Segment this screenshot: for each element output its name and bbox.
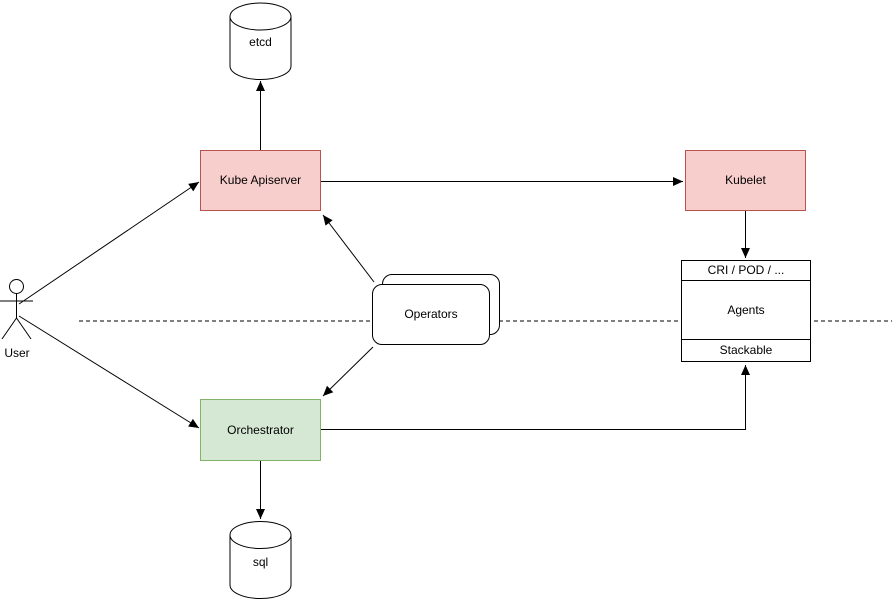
node-orchestrator[interactable]: Orchestrator [200,399,321,461]
user-label: User [4,346,30,360]
node-orchestrator-label: Orchestrator [227,422,294,437]
edge-orchestrator-to-stackable [321,365,750,430]
sql-label: sql [252,555,269,569]
edge-user-to-orchestrator [18,315,200,429]
node-kube-apiserver[interactable]: Kube Apiserver [200,150,321,211]
etcd-cylinder[interactable] [229,2,292,80]
node-agents-stack[interactable]: CRI / POD / ... Agents Stackable [681,260,811,362]
agents-stack-body: Agents [727,302,765,317]
agents-stack-header: CRI / POD / ... [682,261,810,281]
node-kube-apiserver-label: Kube Apiserver [219,173,302,188]
agents-stack-footer: Stackable [682,339,810,361]
edge-operators-to-orchestrator [322,346,374,397]
node-kubelet[interactable]: Kubelet [685,150,806,211]
node-operators[interactable]: Operators [372,284,490,345]
sql-cylinder[interactable] [229,521,292,599]
user-actor[interactable] [0,279,33,340]
edge-operators-to-kube-apiserver [322,214,375,283]
edge-user-to-kube-apiserver [18,181,200,305]
node-kubelet-label: Kubelet [725,173,766,188]
etcd-label: etcd [249,35,272,49]
node-operators-label: Operators [404,307,458,322]
